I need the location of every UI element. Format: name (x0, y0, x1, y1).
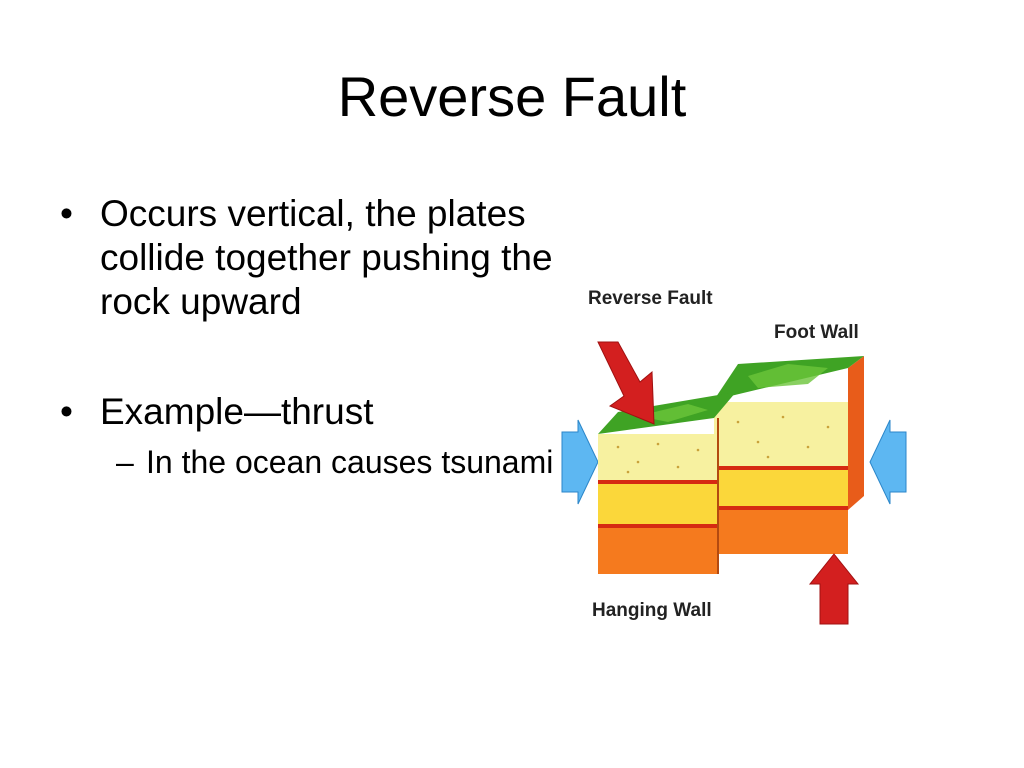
sub-bullet-item: – In the ocean causes tsunami (58, 442, 558, 482)
hanging-wall-red-line (598, 524, 718, 528)
red-arrow-up-icon (808, 553, 860, 625)
bullet-text: Example—thrust (100, 391, 374, 432)
bullet-dot-icon: • (60, 391, 73, 432)
sub-bullet-text: In the ocean causes tsunami (146, 444, 554, 480)
hanging-wall-sand-layer (598, 434, 718, 480)
sub-bullet-dash-icon: – (116, 444, 134, 480)
bullet-text: Occurs vertical, the plates collide toge… (100, 193, 553, 322)
hanging-wall-top-highlight (638, 404, 708, 422)
foot-wall-red-line (714, 506, 848, 510)
foot-wall-top-highlight (748, 364, 828, 388)
blue-arrow-left-icon (561, 419, 599, 505)
bullet-item: • Example—thrust (58, 390, 558, 434)
hanging-wall-yellow-layer (598, 484, 718, 524)
foot-wall-sand-layer (714, 402, 848, 466)
bullet-dot-icon: • (60, 193, 73, 234)
red-arrow-down-icon (597, 341, 655, 425)
foot-wall-red-line (714, 466, 848, 470)
bullet-list: • Occurs vertical, the plates collide to… (58, 192, 558, 482)
reverse-fault-diagram: Reverse Fault Foot Wall Hanging Wall (558, 272, 918, 642)
foot-wall-yellow-layer (714, 470, 848, 506)
diagram-title-label: Reverse Fault (588, 288, 713, 309)
foot-wall-side-face (848, 356, 864, 510)
hanging-wall-red-line (598, 480, 718, 484)
hanging-wall-orange-layer (598, 528, 718, 574)
foot-wall-orange-layer (714, 510, 848, 554)
hanging-wall-label: Hanging Wall (592, 600, 712, 621)
blue-arrow-right-icon (869, 419, 907, 505)
slide-title: Reverse Fault (337, 65, 687, 128)
bullet-item: • Occurs vertical, the plates collide to… (58, 192, 558, 324)
foot-wall-label: Foot Wall (774, 322, 859, 343)
sand-texture (616, 415, 830, 474)
fault-block-illustration: Reverse Fault Foot Wall Hanging Wall (561, 288, 907, 625)
